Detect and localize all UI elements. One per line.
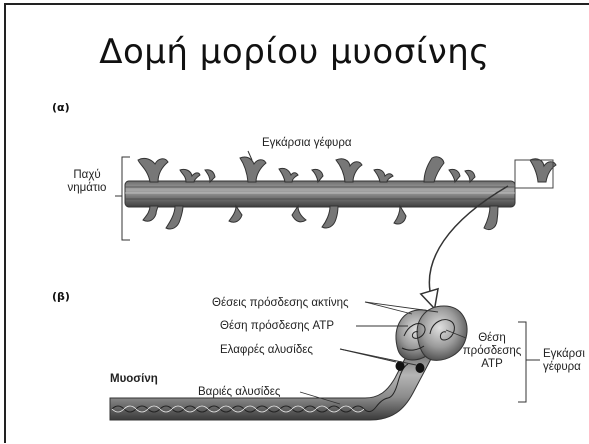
myosin-tail [110, 345, 432, 420]
thick-filament-rod [125, 181, 515, 207]
cross-bridges-top [138, 157, 556, 182]
cross-bridge-bracket [518, 322, 540, 402]
cross-bridges-bottom [143, 206, 498, 230]
